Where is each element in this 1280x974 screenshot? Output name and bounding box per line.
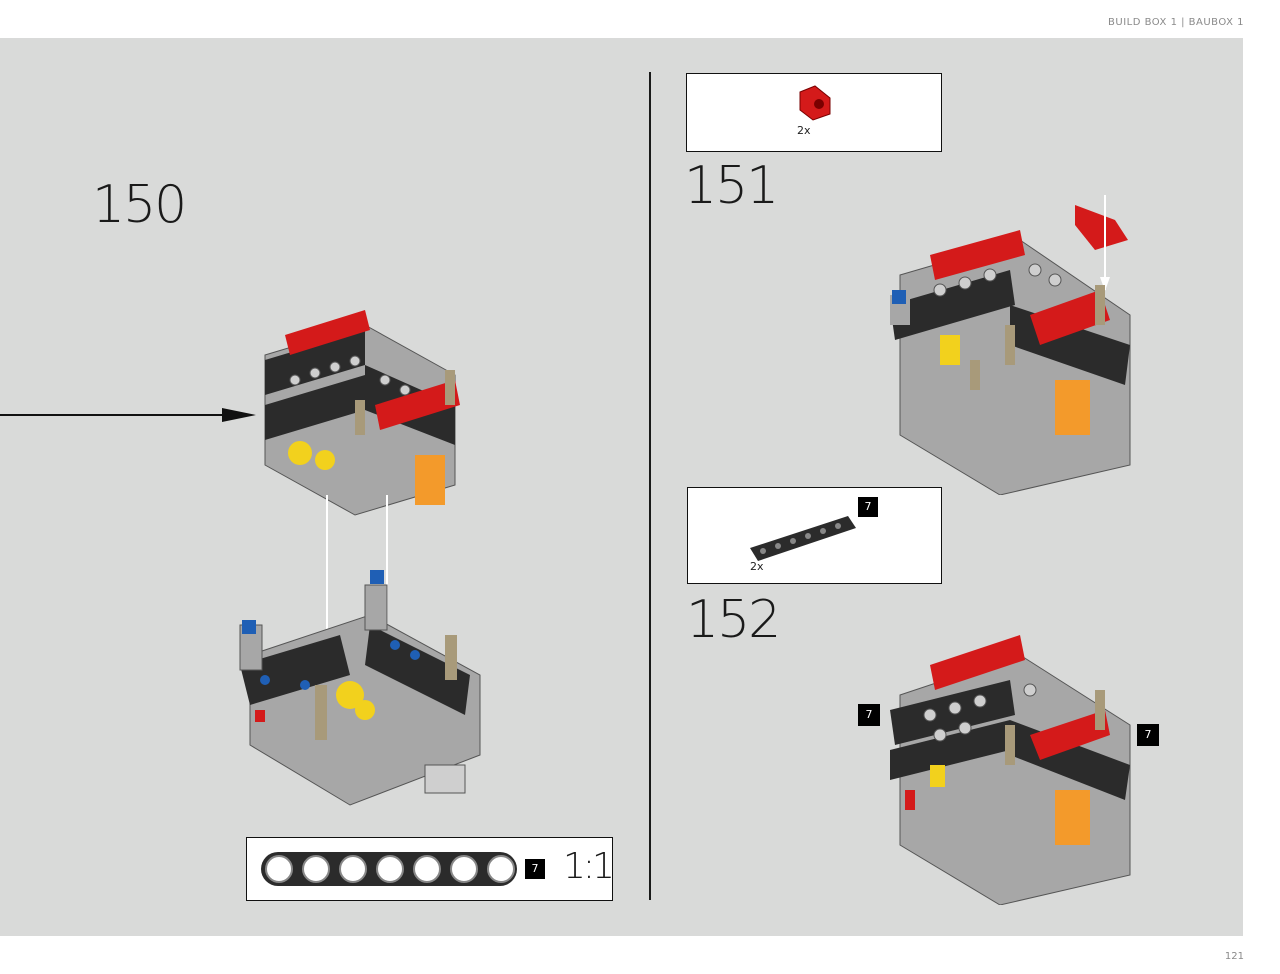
ruler-callout: 7 1:1 [246, 837, 615, 901]
part-length-badge-152: 7 [858, 497, 878, 517]
model-150-bottom-assembly [239, 570, 481, 806]
step-divider [649, 72, 651, 900]
assembly-arrow [0, 408, 256, 422]
step-number-151: 151 [684, 156, 779, 216]
beam-ruler-icon [261, 852, 517, 886]
model-152-assembly [890, 635, 1131, 905]
model-150-top-assembly [264, 310, 460, 516]
step-number-152: 152 [686, 590, 781, 650]
page-number: 121 [1224, 951, 1244, 962]
part-quantity-152: 2x [750, 560, 764, 573]
callout-badge-right: 7 [1137, 724, 1159, 746]
red-connector-part-icon [799, 85, 831, 121]
black-beam-part-icon [750, 516, 856, 561]
header-label: BUILD BOX 1 | BAUBOX 1 [1108, 17, 1244, 28]
step-number-150: 150 [92, 175, 187, 235]
parts-callout-151: 2x [686, 73, 942, 152]
callout-badge-left: 7 [858, 704, 880, 726]
model-151-assembly [890, 195, 1131, 495]
parts-callout-152: 7 2x [687, 487, 942, 584]
part-quantity-151: 2x [797, 124, 811, 137]
scale-label: 1:1 [563, 846, 615, 887]
part-length-badge: 7 [525, 859, 545, 879]
